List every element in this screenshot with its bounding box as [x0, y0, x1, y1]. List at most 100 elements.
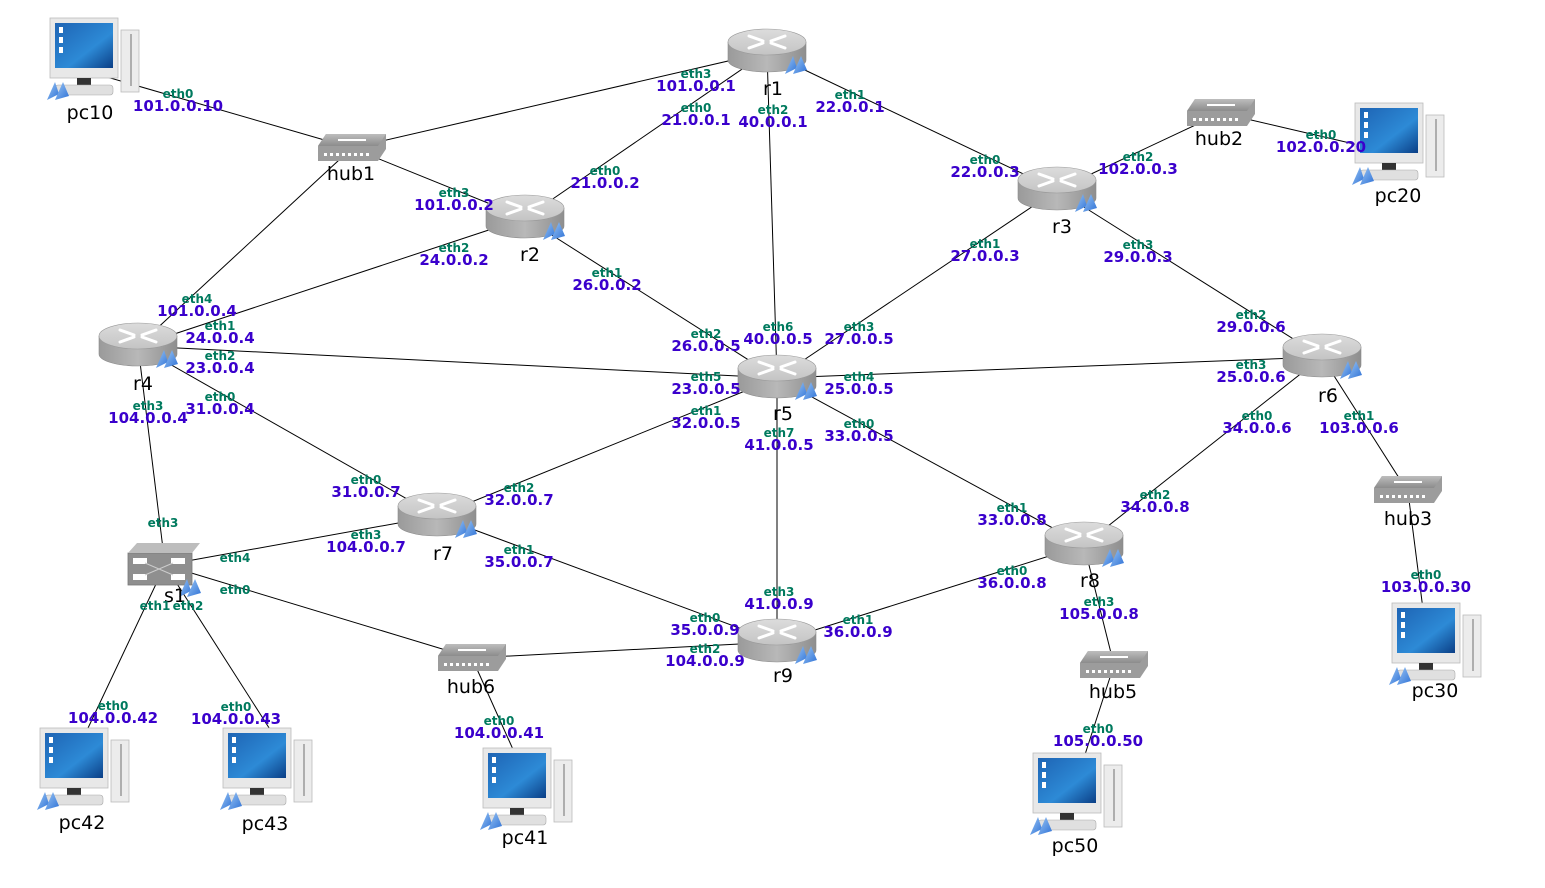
- link-r2-r4[interactable]: [137, 217, 526, 347]
- node-label-hub3: hub3: [1384, 508, 1432, 530]
- link-r4-s1[interactable]: [137, 345, 166, 566]
- node-hub1[interactable]: hub1: [318, 134, 386, 185]
- interface-name: eth0: [681, 101, 712, 115]
- interface-ip: 27.0.0.3: [950, 247, 1019, 265]
- node-r3[interactable]: r3: [1017, 166, 1097, 238]
- node-s1[interactable]: s1: [127, 543, 201, 607]
- node-pc30[interactable]: pc30: [1389, 602, 1482, 702]
- node-pc10[interactable]: pc10: [47, 17, 140, 124]
- node-hub3[interactable]: hub3: [1374, 476, 1442, 530]
- node-label-pc43: pc43: [242, 813, 289, 835]
- node-hub2[interactable]: hub2: [1187, 99, 1255, 150]
- node-r4[interactable]: r4: [98, 322, 178, 395]
- node-r2[interactable]: r2: [485, 194, 565, 266]
- interface-ip: 41.0.0.5: [744, 436, 813, 454]
- node-r1[interactable]: r1: [727, 28, 807, 100]
- node-label-pc50: pc50: [1052, 835, 1099, 857]
- link-r7-s1[interactable]: [164, 515, 438, 566]
- interface-name: eth1: [997, 501, 1028, 515]
- node-pc41[interactable]: pc41: [480, 747, 573, 849]
- node-hub5[interactable]: hub5: [1080, 651, 1148, 703]
- interface-ip: 23.0.0.5: [671, 380, 740, 398]
- router-icon: [737, 618, 817, 664]
- node-label-r9: r9: [773, 665, 793, 687]
- link-r4-r7[interactable]: [137, 345, 438, 517]
- hub-icon: [1187, 99, 1255, 126]
- node-hub6[interactable]: hub6: [438, 644, 506, 698]
- node-r7[interactable]: r7: [397, 492, 477, 565]
- interface-name: eth0: [970, 153, 1001, 167]
- link-hub5-pc50[interactable]: [1079, 664, 1115, 771]
- link-hub1-r1[interactable]: [351, 51, 768, 149]
- interface-name: eth4: [182, 292, 213, 306]
- interface-ip: 101.0.0.10: [133, 97, 223, 115]
- interface-name: eth4: [844, 370, 875, 384]
- interface-ip: 27.0.0.5: [824, 330, 893, 348]
- link-r5-r8[interactable]: [776, 377, 1085, 546]
- interface-name: eth0: [205, 390, 236, 404]
- hub-icon: [438, 644, 506, 671]
- switch-icon: [127, 543, 201, 597]
- interface-ip: 34.0.0.8: [1120, 498, 1189, 516]
- desktop-computer-icon: [220, 727, 313, 810]
- links-layer: [79, 51, 1426, 771]
- link-r6-r8[interactable]: [1083, 356, 1323, 546]
- node-label-r6: r6: [1318, 385, 1338, 407]
- interface-ip: 40.0.0.1: [738, 113, 807, 131]
- node-r5[interactable]: r5: [737, 354, 817, 425]
- link-s1-pc43[interactable]: [164, 564, 281, 746]
- link-r1-r5[interactable]: [766, 51, 778, 379]
- link-r4-r5[interactable]: [137, 345, 778, 379]
- link-hub6-r9[interactable]: [471, 641, 778, 659]
- router-icon: [1044, 521, 1124, 567]
- router-icon: [727, 28, 807, 74]
- desktop-computer-icon: [1389, 602, 1482, 685]
- interface-name: eth1: [970, 237, 1001, 251]
- link-s1-pc42[interactable]: [79, 564, 166, 746]
- node-r6[interactable]: r6: [1282, 333, 1362, 407]
- node-r8[interactable]: r8: [1044, 521, 1124, 592]
- link-r1-r3[interactable]: [766, 51, 1058, 191]
- node-pc20[interactable]: pc20: [1352, 102, 1445, 207]
- interface-name: eth0: [484, 714, 515, 728]
- link-r3-r5[interactable]: [776, 189, 1058, 379]
- link-r5-r7[interactable]: [436, 377, 778, 517]
- link-hub1-r4[interactable]: [137, 147, 353, 347]
- link-s1-hub6[interactable]: [164, 564, 473, 659]
- hub-icon: [1080, 651, 1148, 678]
- interface-ip: 104.0.0.43: [191, 710, 281, 728]
- port-label-s1-eth0: eth0: [220, 583, 251, 597]
- link-hub6-pc41[interactable]: [471, 657, 521, 766]
- interface-ip: 105.0.0.8: [1059, 605, 1139, 623]
- interface-ip: 36.0.0.9: [823, 623, 892, 641]
- node-pc50[interactable]: pc50: [1030, 752, 1123, 857]
- node-r9[interactable]: r9: [737, 618, 817, 687]
- link-r2-r5[interactable]: [524, 217, 778, 379]
- link-r1-r2[interactable]: [524, 51, 768, 219]
- link-r7-r9[interactable]: [436, 515, 778, 643]
- link-r3-r6[interactable]: [1056, 189, 1323, 358]
- node-pc43[interactable]: pc43: [220, 727, 313, 835]
- router-icon: [98, 322, 178, 368]
- interface-ip: 29.0.0.6: [1216, 318, 1285, 336]
- link-r5-r6[interactable]: [776, 356, 1323, 379]
- interface-name: eth1: [504, 543, 535, 557]
- link-r9-r8[interactable]: [776, 544, 1085, 643]
- interface-name: eth0: [844, 417, 875, 431]
- node-pc42[interactable]: pc42: [37, 727, 130, 834]
- interface-name: eth3: [681, 67, 712, 81]
- link-r6-hub3[interactable]: [1321, 356, 1409, 493]
- node-label-r3: r3: [1052, 216, 1072, 238]
- link-pc10-hub1[interactable]: [99, 74, 353, 149]
